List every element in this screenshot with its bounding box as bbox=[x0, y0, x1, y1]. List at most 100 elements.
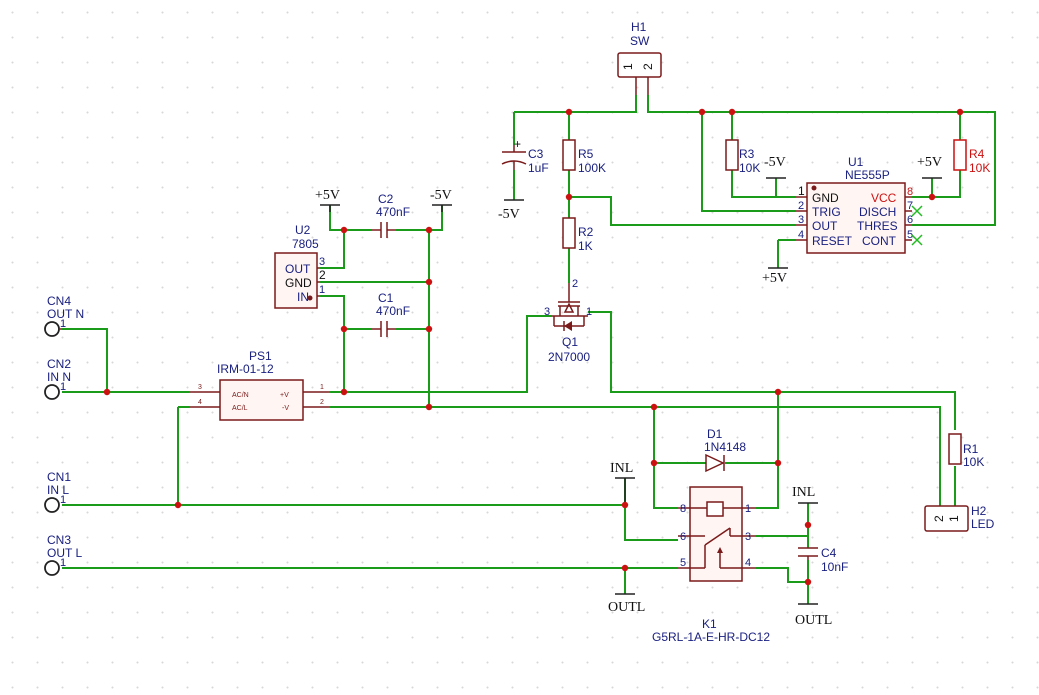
ref-label: K1 bbox=[702, 617, 717, 631]
ref-label: H1 bbox=[631, 20, 647, 34]
mosfet-q1[interactable]: 2 3 1 Q1 2N7000 bbox=[544, 278, 592, 364]
value-label: IN L bbox=[47, 483, 69, 497]
ic-u1-ne555p[interactable]: GND TRIG OUT RESET VCC DISCH THRES CONT … bbox=[796, 155, 923, 254]
pin-number: 3 bbox=[319, 256, 325, 268]
ref-label: R5 bbox=[578, 147, 594, 161]
ref-label: R1 bbox=[963, 442, 979, 456]
diode-d1[interactable]: D1 1N4148 bbox=[704, 427, 746, 473]
pin-number: 2 bbox=[320, 399, 324, 406]
connector-cn1[interactable]: 1 CN1 IN L bbox=[44, 470, 71, 513]
pin-number: 1 bbox=[947, 515, 961, 522]
value-label: G5RL-1A-E-HR-DC12 bbox=[652, 630, 770, 644]
pin-number: 7 bbox=[907, 200, 913, 212]
ref-label: CN2 bbox=[47, 357, 71, 371]
pin-name: IN bbox=[297, 290, 309, 304]
net-label: OUTL bbox=[795, 613, 832, 628]
net-minus5v-c3: -5V bbox=[498, 199, 524, 222]
resistor-r1[interactable]: R1 10K bbox=[948, 433, 984, 469]
connector-cn4[interactable]: 1 CN4 OUT N bbox=[44, 294, 84, 337]
net-label: +5V bbox=[315, 188, 340, 203]
net-label: -5V bbox=[498, 207, 520, 222]
value-label: OUT N bbox=[47, 307, 84, 321]
led-h2[interactable]: 2 1 H2 LED bbox=[924, 504, 995, 532]
capacitor-c2[interactable]: C2 470nF bbox=[372, 192, 410, 238]
power-symbols: +5V -5V -5V -5V +5V +5V INL INL bbox=[315, 155, 942, 628]
pin-name: -V bbox=[282, 405, 289, 412]
value-label: 10nF bbox=[821, 560, 848, 574]
ref-label: U1 bbox=[848, 155, 864, 169]
ref-label: R4 bbox=[969, 147, 985, 161]
ref-label: C3 bbox=[528, 147, 544, 161]
pin-number: 1 bbox=[60, 494, 66, 506]
net-label: -5V bbox=[764, 155, 786, 170]
value-label: 1uF bbox=[528, 161, 549, 175]
net-label: INL bbox=[610, 461, 633, 476]
pin-number: 2 bbox=[572, 278, 578, 290]
ref-label: CN4 bbox=[47, 294, 71, 308]
pin-name: CONT bbox=[862, 234, 897, 248]
pin-name: OUT bbox=[812, 219, 838, 233]
value-label: 100K bbox=[578, 161, 606, 175]
pin-name: OUT bbox=[285, 262, 311, 276]
value-label: 470nF bbox=[376, 205, 410, 219]
ref-label: C4 bbox=[821, 546, 837, 560]
net-label: INL bbox=[792, 485, 815, 500]
pin-name: GND bbox=[285, 276, 312, 290]
pin-number: 8 bbox=[907, 186, 913, 198]
pin-name: AC/N bbox=[232, 392, 249, 399]
pin-name: VCC bbox=[871, 191, 897, 205]
pin-name: +V bbox=[280, 392, 289, 399]
ref-label: C2 bbox=[378, 192, 394, 206]
value-label: 10K bbox=[739, 161, 760, 175]
capacitor-c4[interactable]: C4 10nF bbox=[798, 546, 848, 574]
switch-h1[interactable]: 1 2 H1 SW bbox=[617, 20, 662, 95]
pin-number: 1 bbox=[320, 384, 324, 391]
pin-name: TRIG bbox=[812, 205, 841, 219]
value-label: 1N4148 bbox=[704, 440, 746, 454]
net-plus5v-c2: +5V bbox=[315, 188, 340, 212]
resistor-r2[interactable]: R2 1K bbox=[562, 217, 594, 253]
resistor-r3[interactable]: R3 10K bbox=[725, 139, 760, 175]
pin-name: AC/L bbox=[232, 405, 248, 412]
regulator-u2-7805[interactable]: OUT GND IN 3 2 1 U2 7805 bbox=[274, 223, 326, 309]
value-label: 470nF bbox=[376, 304, 410, 318]
value-label: 10K bbox=[969, 161, 990, 175]
capacitor-c3[interactable]: + C3 1uF bbox=[501, 137, 549, 175]
net-label: +5V bbox=[762, 271, 787, 286]
net-label: -5V bbox=[430, 188, 452, 203]
pin-number: 1 bbox=[621, 63, 635, 70]
pin-number: 3 bbox=[198, 384, 202, 391]
connector-cn2[interactable]: 1 CN2 IN N bbox=[44, 357, 71, 400]
ref-label: Q1 bbox=[562, 335, 578, 349]
net-label: OUTL bbox=[608, 600, 645, 615]
value-label: LED bbox=[971, 517, 995, 531]
net-plus5v-u1: +5V bbox=[917, 155, 942, 179]
pin-number: 6 bbox=[680, 531, 686, 543]
pin-number: 2 bbox=[932, 515, 946, 522]
no-connect-icon bbox=[911, 205, 923, 217]
resistor-r4[interactable]: R4 10K bbox=[953, 139, 990, 175]
pin-number: 3 bbox=[798, 214, 804, 226]
pin-number: 1 bbox=[745, 503, 751, 515]
ref-label: C1 bbox=[378, 291, 394, 305]
pin-number: 1 bbox=[60, 318, 66, 330]
pin-name: RESET bbox=[812, 234, 853, 248]
value-label: IN N bbox=[47, 370, 71, 384]
polarity-plus-icon: + bbox=[514, 137, 521, 151]
pin-number: 4 bbox=[745, 557, 751, 569]
connector-cn3[interactable]: 1 CN3 OUT L bbox=[44, 533, 82, 576]
resistor-r5[interactable]: R5 100K bbox=[562, 139, 606, 175]
ref-label: R3 bbox=[739, 147, 755, 161]
pin-number: 5 bbox=[907, 229, 913, 241]
net-outl-right: OUTL bbox=[795, 603, 832, 628]
pin-number: 2 bbox=[641, 63, 655, 70]
power-supply-ps1[interactable]: AC/N AC/L +V -V 3 4 1 2 PS1 IRM-01-12 bbox=[190, 349, 330, 421]
relay-k1[interactable]: 8 1 6 3 5 4 K1 G5RL-1A-E-HR-DC12 bbox=[652, 486, 770, 644]
ref-label: D1 bbox=[707, 427, 723, 441]
net-label: +5V bbox=[917, 155, 942, 170]
pin-number: 1 bbox=[60, 557, 66, 569]
pin-number: 3 bbox=[544, 306, 550, 318]
capacitor-c1[interactable]: C1 470nF bbox=[372, 291, 410, 337]
